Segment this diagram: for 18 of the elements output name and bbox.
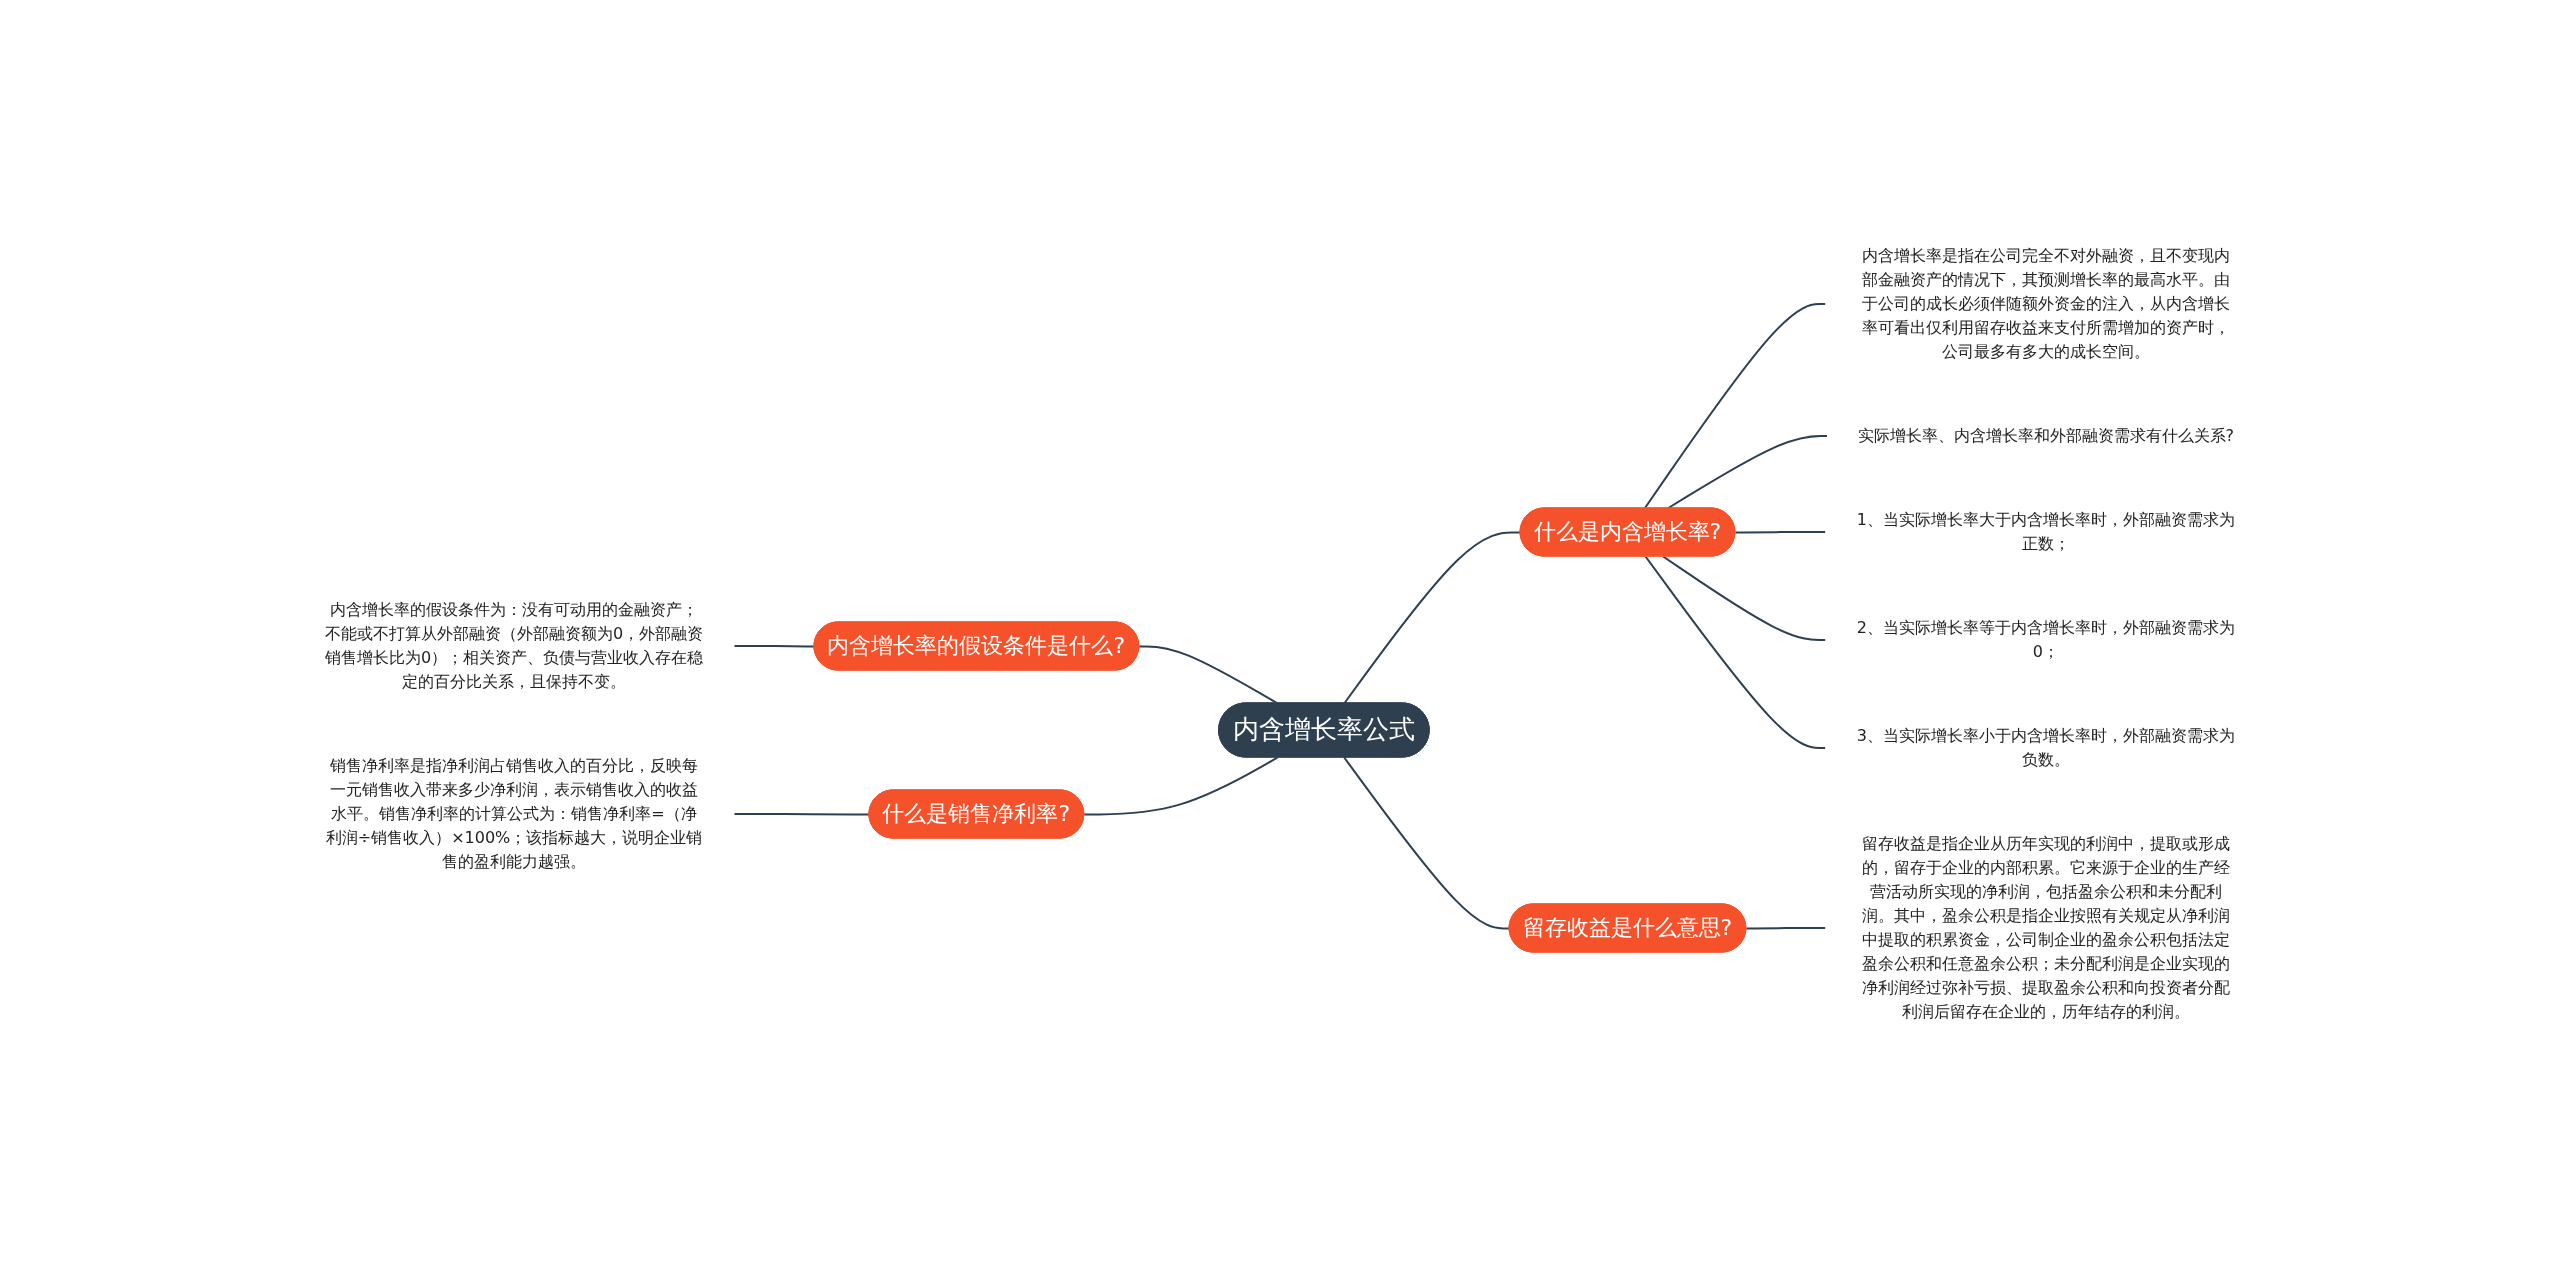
connector bbox=[1083, 756, 1279, 815]
connector bbox=[733, 644, 816, 647]
connector bbox=[1734, 530, 1827, 533]
connector bbox=[1644, 555, 1827, 749]
node-text: 内含增长率的假设条件为：没有可动用的金融资产；不能或不打算从外部融资（外部融资额为0，外部融资销售增长比为0）；相关资产、负债与营业收入存在稳定的百分比关系，且保持不变。 bbox=[325, 599, 704, 691]
connector bbox=[733, 812, 871, 815]
node-text: 实际增长率、内含增长率和外部融资需求有什么关系? bbox=[1857, 425, 2235, 445]
node-text: 3、当实际增长率小于内含增长率时，外部融资需求为负数。 bbox=[1856, 725, 2235, 769]
node-text: 内含增长率是指在公司完全不对外融资，且不变现内部金融资产的情况下，其预测增长率的最高水平。由于公司的成长必须伴随额外资金的注入，从内含增长率可看出仅利用留存收益来支付所需增加的资产时，公司最多有多大的成长空间。 bbox=[1861, 245, 2230, 361]
connector bbox=[1662, 555, 1827, 641]
connector bbox=[1643, 302, 1827, 509]
connector bbox=[1343, 756, 1511, 929]
connector bbox=[1745, 926, 1827, 929]
node-text: 2、当实际增长率等于内含增长率时，外部融资需求为0； bbox=[1856, 617, 2235, 661]
connector bbox=[1343, 530, 1522, 704]
node-text: 1、当实际增长率大于内含增长率时，外部融资需求为正数； bbox=[1856, 509, 2235, 553]
node-text: 留存收益是指企业从历年实现的利润中，提取或形成的，留存于企业的内部积累。它来源于企业的生产经营活动所实现的净利润，包括盈余公积和未分配利润。其中，盈余公积是指企业按照有关规定从净利润中提取的积累资金，公司制企业的盈余公积包括法定盈余公积和任意盈余公积；未分配利润是企业实现的净利润经过弥补亏损、提取盈余公积和向投资者分配利润后留存在企业的，历年结存的利润。 bbox=[1861, 833, 2230, 1021]
node-text: 销售净利率是指净利润占销售收入的百分比，反映每一元销售收入带来多少净利润，表示销售收入的收益水平。销售净利率的计算公式为：销售净利率=（净利润÷销售收入）×100%；该指标越大，说明企业销售的盈利能力越强。 bbox=[325, 755, 703, 871]
